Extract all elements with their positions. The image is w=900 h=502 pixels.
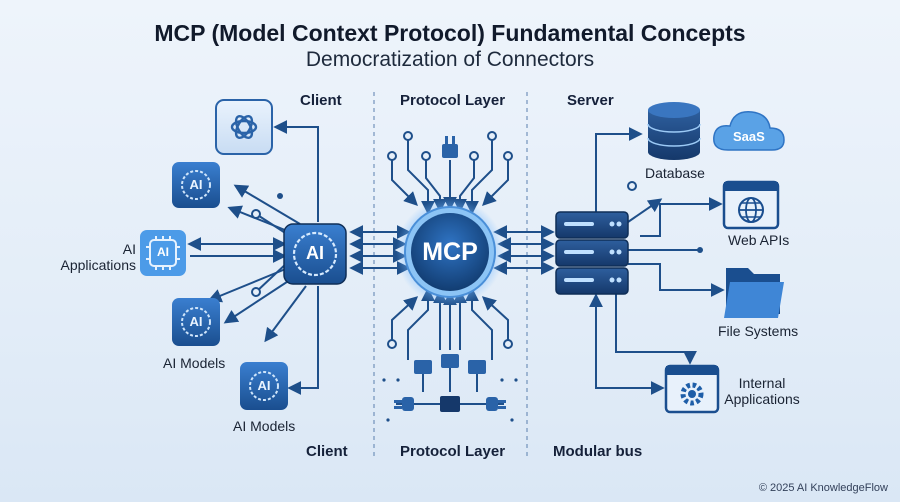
plug-icon (442, 136, 458, 158)
ai-models-label-2: AI Models (233, 418, 296, 434)
protocol-top-pins (387, 131, 513, 161)
saas-cloud-icon (713, 111, 785, 151)
ai-badge-models-2: AI (257, 378, 271, 393)
ai-applications-label: AI Applications (60, 241, 137, 273)
column-header-client-top: Client (300, 92, 342, 109)
pin-node (627, 181, 637, 191)
server-stack-icon (555, 211, 629, 295)
ai-applications-tile (140, 230, 186, 276)
database-icon (647, 102, 701, 160)
ai-badge-central: AI (306, 243, 324, 263)
file-systems-label: File Systems (718, 323, 799, 339)
plug-cluster-icon (382, 354, 518, 422)
column-header-client-bottom: Client (306, 443, 348, 460)
copyright: © 2025 AI KnowledgeFlow (758, 482, 888, 494)
ai-tile-top (172, 162, 220, 208)
internal-app-window-icon (664, 364, 720, 414)
openai-tile (215, 99, 273, 155)
internal-applications-label: Internal Applications (724, 375, 800, 407)
mcp-hub (396, 198, 504, 306)
folder-icon (724, 268, 784, 318)
pin-dot (697, 247, 703, 253)
column-header-server-top: Server (567, 92, 614, 109)
column-header-protocol-top: Protocol Layer (400, 92, 506, 109)
mcp-label: MCP (422, 238, 478, 266)
server-connections (589, 127, 725, 395)
pin-node (251, 209, 261, 219)
pin-dot (277, 193, 283, 199)
page-subtitle: Democratization of Connectors (305, 48, 595, 71)
ai-badge-models-1: AI (189, 314, 203, 329)
web-apis-label: Web APIs (728, 232, 790, 248)
central-ai-chip (283, 223, 347, 285)
ai-badge-top: AI (189, 177, 203, 192)
web-api-window-icon (722, 180, 780, 230)
ai-models-tile-1 (172, 298, 220, 346)
mcp-server-connections (493, 225, 555, 275)
pin-node (251, 287, 261, 297)
ai-badge-applications: AI (157, 245, 169, 259)
database-label: Database (645, 165, 705, 181)
saas-label: SaaS (733, 129, 765, 144)
protocol-bottom-pins (387, 339, 513, 349)
column-header-protocol-bottom: Protocol Layer (400, 443, 506, 460)
ai-models-label-1: AI Models (163, 355, 226, 371)
client-connections (187, 120, 319, 395)
ai-models-tile-2 (240, 362, 288, 410)
column-header-modular-bus: Modular bus (553, 443, 643, 460)
page-title: MCP (Model Context Protocol) Fundamental… (154, 20, 746, 46)
